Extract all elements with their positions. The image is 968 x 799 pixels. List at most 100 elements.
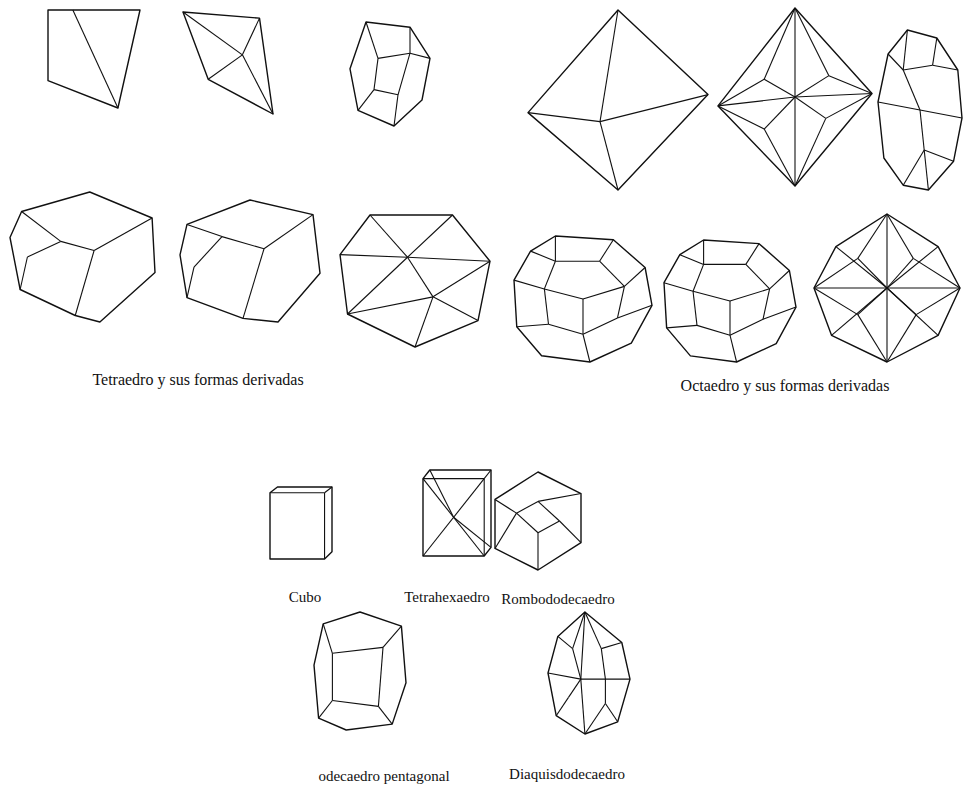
crystal-edge <box>366 22 378 58</box>
crystal-edge <box>605 704 617 722</box>
crystal-edge <box>913 258 960 288</box>
crystal-edge <box>517 513 539 533</box>
crystal-edge <box>484 479 485 556</box>
crystal-edge <box>187 224 222 236</box>
crystal-edge <box>408 257 491 261</box>
crystal-edge <box>378 647 383 706</box>
crystal-edge <box>693 264 704 291</box>
crystal-edge <box>573 612 585 649</box>
crystal-edge <box>794 8 795 97</box>
crystal-edge <box>410 53 430 58</box>
crystal-edge <box>858 288 887 315</box>
crystal-edge <box>600 95 708 122</box>
crystal-edge <box>903 150 924 185</box>
crystal-edge <box>560 521 582 543</box>
caption-label: Cubo <box>289 589 322 606</box>
crystal-edge <box>887 287 960 288</box>
crystal-edge <box>814 288 858 315</box>
caption-label: Diaquisdodecaedro <box>509 766 625 783</box>
crystal-edge <box>764 79 795 97</box>
crystal-edge <box>770 271 790 289</box>
crystal-edge <box>585 704 606 735</box>
crystal-edge <box>887 214 913 258</box>
crystal-edge <box>528 113 600 122</box>
crystal-edge <box>194 237 222 268</box>
crystal-figure <box>10 192 155 322</box>
crystal-edge <box>618 286 625 318</box>
crystal-figure <box>350 22 430 126</box>
crystal-edge <box>916 288 960 315</box>
caption-label: odecaedro pentagonal <box>318 768 449 785</box>
crystal-edge <box>903 70 920 110</box>
crystal-outline <box>270 487 332 559</box>
crystal-edge <box>61 241 94 250</box>
crystal-edge <box>718 97 795 106</box>
crystal-figure <box>548 612 630 734</box>
crystal-edge <box>886 214 887 288</box>
crystal-figure <box>664 240 796 362</box>
crystal-edge <box>600 10 618 122</box>
crystal-edge <box>332 647 383 653</box>
crystal-edge <box>348 297 434 314</box>
crystal-edge <box>730 319 763 335</box>
crystal-edge <box>794 97 795 186</box>
crystal-figure <box>878 30 962 190</box>
crystal-edge <box>555 236 556 261</box>
crystal-edge <box>903 30 907 70</box>
crystal-edge <box>242 18 259 55</box>
crystal-edge <box>858 258 887 288</box>
crystal-edge <box>600 261 625 286</box>
crystal-edge <box>624 268 645 287</box>
crystal-edge <box>538 494 581 502</box>
crystal-edge <box>764 129 795 186</box>
crystal-outline <box>514 236 652 362</box>
crystal-edge <box>548 673 581 679</box>
crystal-edge <box>718 106 764 129</box>
crystal-edge <box>933 38 937 65</box>
crystal-edge <box>795 76 829 97</box>
crystal-edge <box>920 110 924 150</box>
crystal-edge <box>814 287 887 288</box>
crystal-edge <box>703 240 704 264</box>
crystal-figure <box>270 487 332 559</box>
crystal-edge <box>408 215 453 257</box>
crystal-edge <box>858 315 887 362</box>
crystal-edge <box>795 118 826 186</box>
crystal-figure <box>423 470 491 556</box>
crystal-edge <box>222 237 264 249</box>
crystal-edge <box>903 65 932 70</box>
crystal-figure <box>718 8 872 186</box>
crystal-edge <box>605 679 606 703</box>
caption-label: Rombododecaedro <box>501 591 614 608</box>
crystal-edge <box>569 679 581 697</box>
crystal-edge <box>746 244 759 265</box>
crystal-edge <box>75 251 94 316</box>
crystal-edge <box>832 288 887 335</box>
crystal-edge <box>583 334 590 362</box>
crystal-edge <box>340 255 408 258</box>
crystal-edge <box>358 90 374 111</box>
crystal-edge <box>544 289 583 299</box>
crystal-outline <box>350 22 430 126</box>
crystal-edge <box>583 286 624 299</box>
crystal-edge <box>933 65 958 70</box>
crystal-edge <box>556 697 568 715</box>
crystal-edge <box>538 501 560 521</box>
crystal-edge <box>398 53 410 95</box>
crystal-edge <box>208 55 242 79</box>
crystal-edge <box>680 255 704 265</box>
crystal-edge <box>887 288 916 315</box>
crystal-edge <box>408 257 434 297</box>
crystal-edge <box>555 261 599 262</box>
crystal-outline <box>878 30 962 190</box>
crystal-edge <box>888 54 903 70</box>
crystal-edge <box>763 307 796 319</box>
crystal-edge <box>430 470 454 517</box>
crystal-outline <box>340 215 490 347</box>
crystal-edge <box>582 299 583 334</box>
crystal-edge <box>693 291 697 325</box>
caption-label: Octaedro y sus formas derivadas <box>681 377 890 395</box>
crystal-figure <box>183 12 273 114</box>
crystal-edge <box>270 492 325 493</box>
